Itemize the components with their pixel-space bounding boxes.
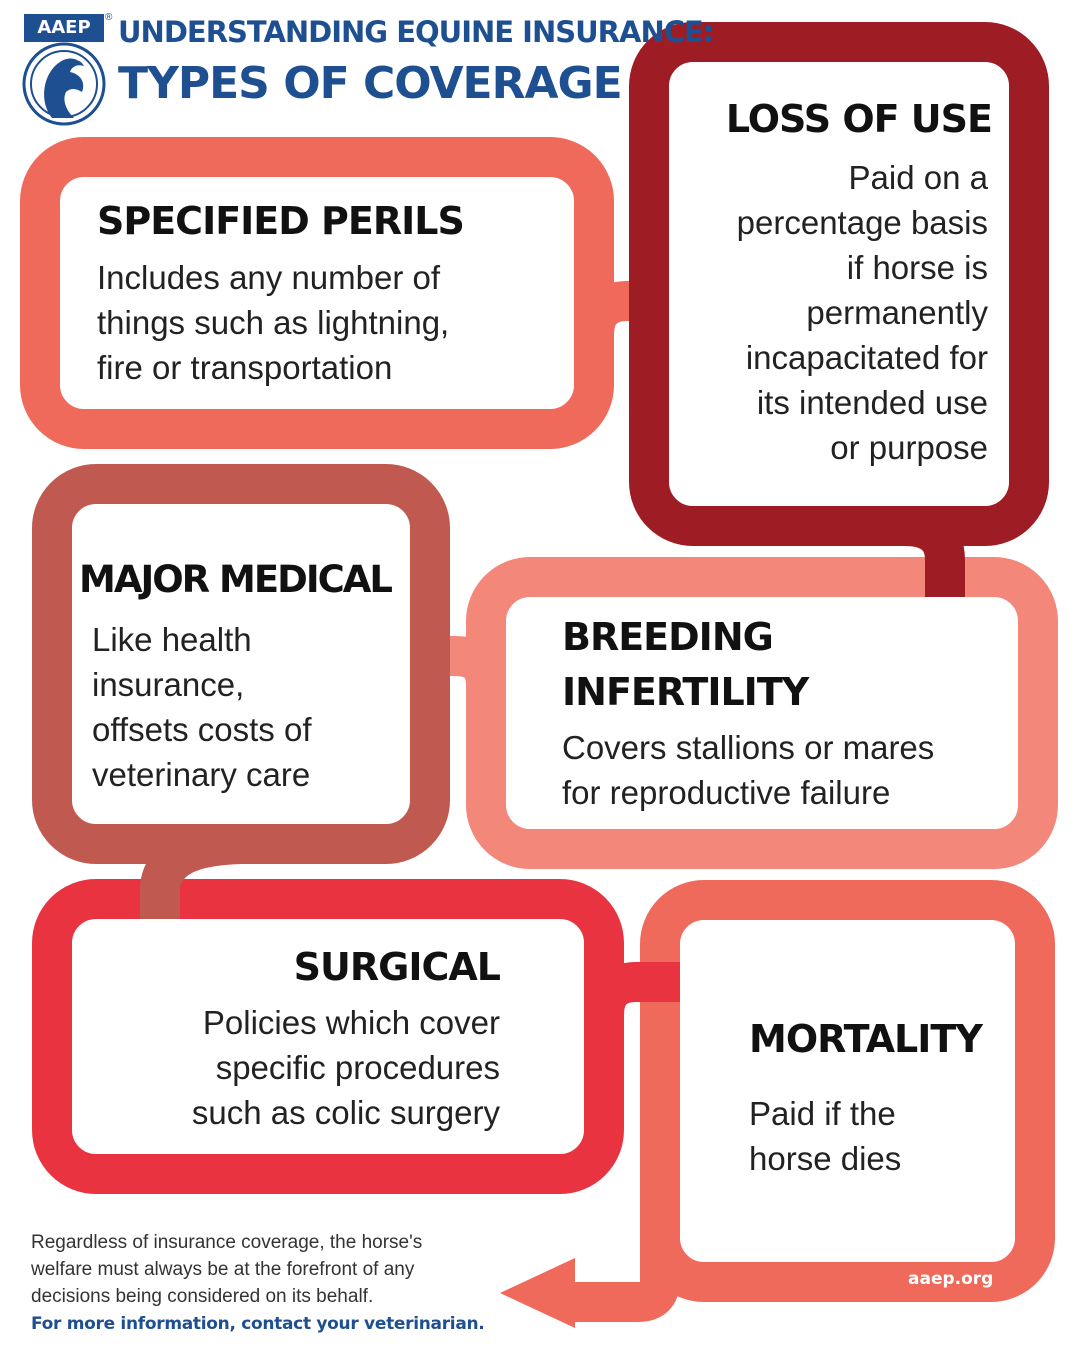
- title-line-1: UNDERSTANDING EQUINE INSURANCE:: [118, 15, 714, 49]
- registered-mark: ®: [105, 12, 113, 23]
- footer-cta: For more information, contact your veter…: [31, 1314, 485, 1334]
- specified-perils-card: [60, 177, 574, 409]
- specified-perils-body: Includes any number of things such as li…: [97, 255, 449, 390]
- surgical-line-2: specific procedures: [215, 1049, 500, 1086]
- connector-breeding-to-medical: [385, 636, 506, 720]
- connector-mortality-to-footer: [570, 1240, 680, 1322]
- logo-text: AAEP: [37, 17, 91, 38]
- footer-note-line-1: Regardless of insurance coverage, the ho…: [31, 1232, 423, 1253]
- specified-perils-line-3: fire or transportation: [97, 349, 393, 386]
- breeding-infertility-body: Covers stallions or mares for reproducti…: [562, 725, 934, 815]
- specified-perils-title: SPECIFIED PERILS: [97, 199, 465, 243]
- major-medical-line-1: Like health: [92, 621, 252, 658]
- surgical-body: Policies which cover specific procedures…: [192, 1000, 500, 1135]
- mortality-title: MORTALITY: [749, 1017, 983, 1061]
- loss-of-use-line-2: percentage basis: [736, 204, 988, 241]
- mortality-body: Paid if the horse dies: [749, 1091, 901, 1181]
- footer-note-line-3: decisions being considered on its behalf…: [31, 1286, 374, 1307]
- breeding-infertility-card: [506, 597, 1018, 829]
- connector-perils-to-loss: [574, 281, 690, 385]
- breeding-infertility-line-1: Covers stallions or mares: [562, 729, 935, 766]
- major-medical-line-4: veterinary care: [92, 756, 311, 793]
- website-link[interactable]: aaep.org: [908, 1269, 994, 1289]
- specified-perils-line-2: things such as lightning,: [97, 304, 450, 341]
- mortality-line-2: horse dies: [749, 1140, 902, 1177]
- major-medical-title: MAJOR MEDICAL: [79, 558, 393, 601]
- connector-surgical-to-mortality: [584, 962, 712, 1120]
- horse-mane-icon: [44, 55, 81, 68]
- loss-of-use-line-3: if horse is: [846, 249, 988, 286]
- mortality-line-1: Paid if the: [749, 1095, 896, 1132]
- mortality-card: [680, 920, 1015, 1262]
- breeding-infertility-title-line-1: BREEDING: [562, 615, 774, 659]
- loss-of-use-title: LOSS OF USE: [725, 97, 993, 141]
- loss-of-use-card: [669, 62, 1009, 506]
- loss-of-use-line-4: permanently: [806, 294, 988, 331]
- loss-of-use-line-5: incapacitated for: [745, 339, 988, 376]
- aaep-logo: [22, 14, 106, 126]
- connector-loss-to-breeding: [903, 506, 965, 625]
- connector-medical-to-surgical: [140, 824, 243, 940]
- surgical-title: SURGICAL: [293, 945, 501, 989]
- specified-perils-line-1: Includes any number of: [97, 259, 441, 296]
- logo-banner: [24, 14, 104, 42]
- arrow-mortality-to-footer: [500, 1258, 575, 1328]
- major-medical-line-3: offsets costs of: [92, 711, 312, 748]
- mortality-frame: [640, 880, 1055, 1302]
- surgical-line-1: Policies which cover: [202, 1004, 500, 1041]
- major-medical-line-2: insurance,: [92, 666, 245, 703]
- loss-of-use-line-7: or purpose: [830, 429, 988, 466]
- loss-of-use-line-1: Paid on a: [848, 159, 988, 196]
- surgical-line-3: such as colic surgery: [191, 1094, 500, 1131]
- footer-note: Regardless of insurance coverage, the ho…: [31, 1229, 422, 1310]
- page-title: TYPES OF COVERAGE: [118, 58, 623, 109]
- breeding-infertility-line-2: for reproductive failure: [562, 774, 891, 811]
- loss-of-use-body: Paid on a percentage basis if horse is p…: [737, 155, 988, 470]
- footer-note-line-2: welfare must always be at the forefront …: [31, 1259, 415, 1280]
- logo-circle: [22, 42, 106, 126]
- major-medical-card: [72, 504, 410, 824]
- major-medical-body: Like health insurance, offsets costs of …: [92, 617, 312, 797]
- loss-of-use-line-6: its intended use: [756, 384, 988, 421]
- surgical-card: [72, 919, 584, 1154]
- horse-head-icon: [44, 58, 84, 118]
- breeding-infertility-title-line-2: INFERTILITY: [562, 670, 809, 714]
- loss-of-use-frame: [629, 22, 1049, 546]
